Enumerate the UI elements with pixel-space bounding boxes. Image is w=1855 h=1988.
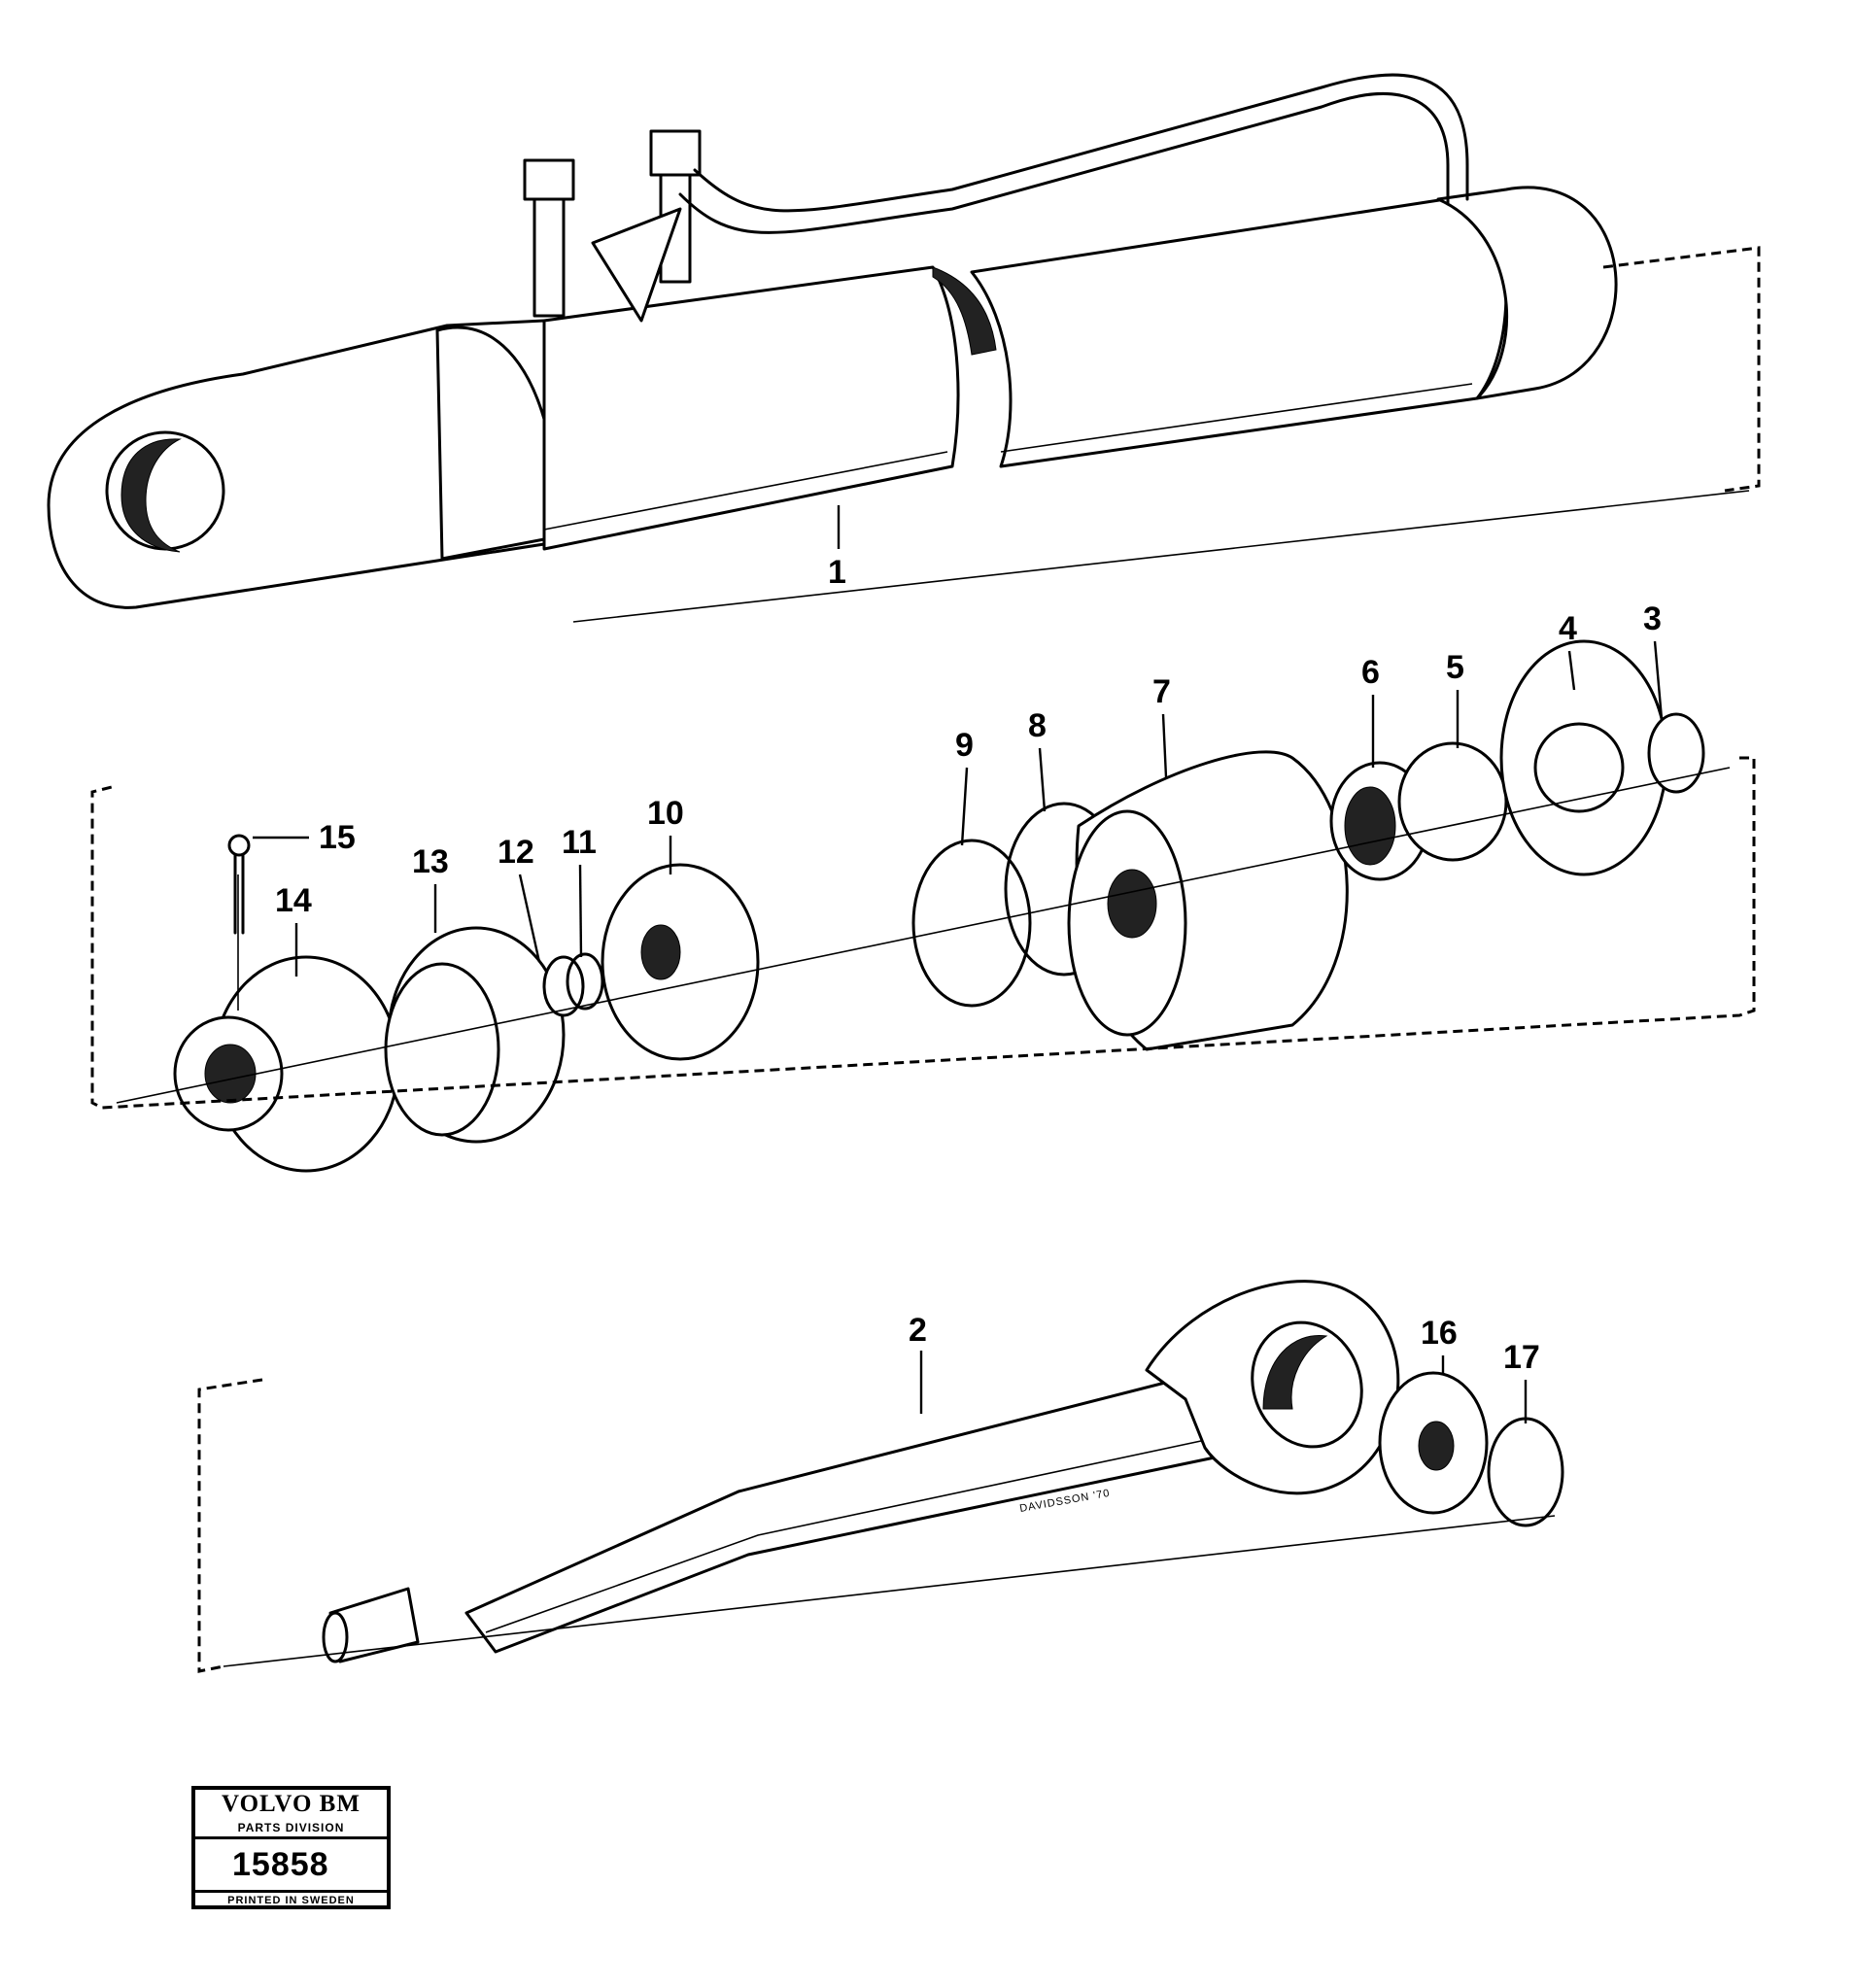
assembly-axis-lines — [90, 246, 1761, 1673]
cylinder-tube — [47, 73, 1618, 609]
leader-lines — [253, 505, 1664, 1423]
callout-7: 7 — [1152, 673, 1171, 710]
callout-15: 15 — [319, 819, 356, 856]
volvo-bm-parts-stamp: VOLVO BM PARTS DIVISION 15858 PRINTED IN… — [191, 1786, 391, 1909]
callout-13: 13 — [412, 843, 449, 880]
callout-9: 9 — [955, 727, 974, 764]
callout-1: 1 — [828, 554, 846, 591]
callout-4: 4 — [1559, 610, 1577, 647]
callout-5: 5 — [1446, 649, 1464, 686]
stamp-printed: PRINTED IN SWEDEN — [227, 1895, 355, 1906]
callout-numbers: 1 2 3 4 5 6 7 8 9 10 11 12 13 14 15 16 1… — [275, 554, 1662, 1376]
callout-10: 10 — [647, 795, 684, 832]
callout-12: 12 — [498, 834, 534, 871]
callout-2: 2 — [909, 1312, 927, 1349]
callout-8: 8 — [1028, 707, 1047, 744]
stamp-number: 15858 — [195, 1839, 387, 1893]
callout-6: 6 — [1361, 654, 1380, 691]
stamp-brand: VOLVO BM — [222, 1791, 361, 1817]
stamp-division: PARTS DIVISION — [195, 1819, 387, 1839]
piston-rod — [322, 1280, 1400, 1663]
callout-3: 3 — [1643, 600, 1662, 637]
piston-assembly-parts — [173, 639, 1705, 1527]
callout-16: 16 — [1421, 1315, 1458, 1352]
callout-14: 14 — [275, 882, 312, 919]
callout-17: 17 — [1503, 1339, 1540, 1376]
callout-11: 11 — [562, 824, 597, 861]
